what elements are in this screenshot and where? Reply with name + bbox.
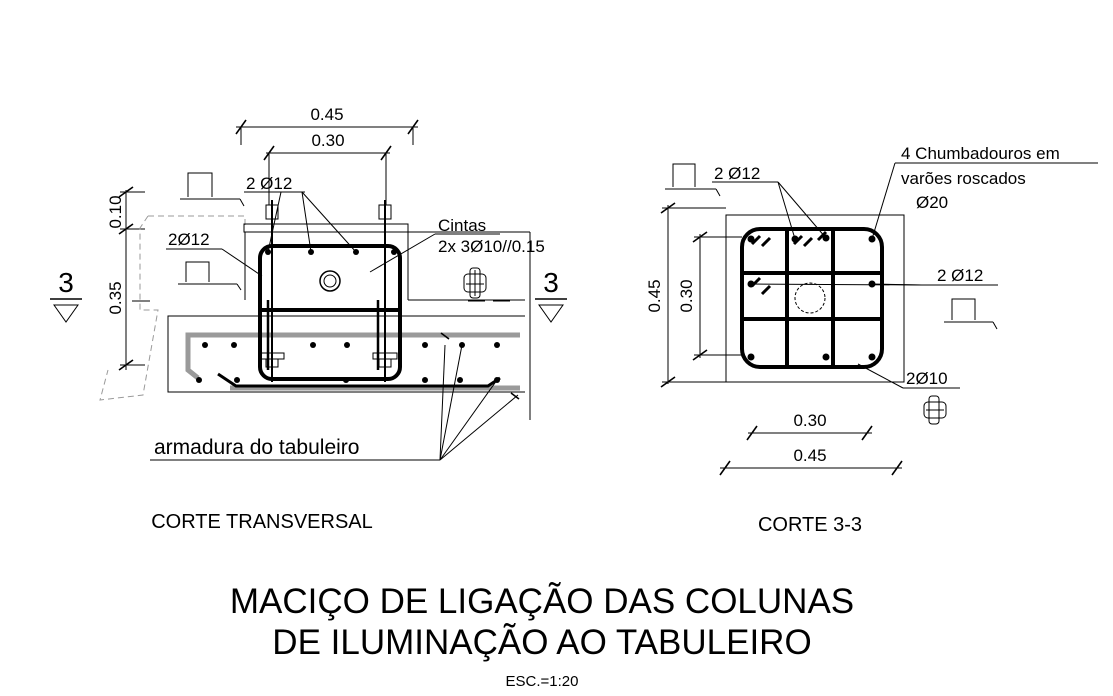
dimension-left-vertical: 0.10 0.35 bbox=[106, 186, 145, 371]
dimension-top-inner-text: 0.30 bbox=[311, 131, 344, 150]
bar-shape-symbol-left bbox=[178, 261, 242, 291]
existing-profile-dashed bbox=[99, 215, 246, 401]
scale-label: ESC.=1:20 bbox=[506, 673, 579, 690]
caption-section-3-3: CORTE 3-3 bbox=[758, 514, 862, 536]
title-line-2: DE ILUMINAÇÃO AO TABULEIRO bbox=[272, 623, 811, 662]
section-label-bars-right-text: 2 Ø12 bbox=[937, 266, 983, 285]
title-line-1: MACIÇO DE LIGAÇÃO DAS COLUNAS bbox=[230, 582, 854, 621]
section-label-stirrup-text: 2Ø10 bbox=[906, 369, 948, 388]
label-stirrups-spec: 2x 3Ø10//0.15 bbox=[438, 237, 545, 256]
label-deck-rebar: armadura do tabuleiro bbox=[150, 332, 520, 461]
section-dim-bottom-inner-text: 0.30 bbox=[793, 411, 826, 430]
section-outer-square bbox=[725, 214, 905, 383]
label-bars-top-text: 2 Ø12 bbox=[246, 174, 292, 193]
section-mark-right-number: 3 bbox=[543, 267, 559, 298]
deck-rebar-dots bbox=[196, 342, 500, 383]
caption-cross-section: CORTE TRANSVERSAL bbox=[151, 511, 373, 533]
section-bar-symbol-top bbox=[665, 163, 721, 197]
section-dimension-left-outer: 0.45 bbox=[645, 202, 726, 388]
section-label-bars-top: 2 Ø12 bbox=[712, 164, 827, 240]
section-mark-left-number: 3 bbox=[58, 267, 74, 298]
label-bars-top: 2 Ø12 bbox=[244, 174, 357, 253]
section-label-bars-right: 2 Ø12 bbox=[750, 266, 998, 286]
section-label-bars-top-text: 2 Ø12 bbox=[714, 164, 760, 183]
dimension-top-outer: 0.45 bbox=[235, 105, 419, 145]
section-3-3-view: 0.45 0.30 0.30 0.45 bbox=[645, 144, 1098, 536]
label-stirrups: Cintas 2x 3Ø10//0.15 bbox=[369, 216, 545, 273]
label-bars-left-text: 2Ø12 bbox=[168, 230, 210, 249]
section-label-anchors-line1: 4 Chumbadouros em bbox=[901, 144, 1060, 163]
label-bars-left: 2Ø12 bbox=[166, 230, 263, 277]
section-mark-left: 3 bbox=[50, 267, 82, 323]
section-dim-left-inner-text: 0.30 bbox=[677, 279, 696, 312]
section-mark-right: 3 bbox=[529, 232, 567, 420]
section-dim-left-outer-text: 0.45 bbox=[645, 279, 664, 312]
label-deck-rebar-text: armadura do tabuleiro bbox=[154, 436, 359, 459]
section-label-anchors-line2: varões roscados bbox=[901, 169, 1026, 188]
section-stirrup-symbol bbox=[923, 395, 947, 425]
dimension-left-main-text: 0.35 bbox=[106, 281, 125, 314]
dimension-left-top-text: 0.10 bbox=[106, 195, 125, 228]
section-dimension-left-inner: 0.30 bbox=[677, 231, 742, 361]
deck-slab bbox=[167, 315, 525, 393]
section-rebar-cage bbox=[740, 227, 884, 369]
section-label-stirrup: 2Ø10 bbox=[857, 363, 960, 389]
stirrup-shape-symbol bbox=[463, 267, 487, 299]
section-label-anchors-line3: Ø20 bbox=[916, 193, 948, 212]
section-bar-symbol-right bbox=[944, 298, 998, 330]
dimension-top-inner: 0.30 bbox=[263, 131, 392, 205]
bar-shape-symbol-top bbox=[180, 172, 245, 207]
section-dimension-bottom-outer: 0.45 bbox=[719, 446, 903, 476]
section-label-anchors: 4 Chumbadouros em varões roscados Ø20 bbox=[871, 144, 1098, 240]
title-block: MACIÇO DE LIGAÇÃO DAS COLUNAS DE ILUMINA… bbox=[230, 582, 854, 690]
label-stirrups-title: Cintas bbox=[438, 216, 486, 235]
dimension-top-outer-text: 0.45 bbox=[310, 105, 343, 124]
section-dimension-bottom-inner: 0.30 bbox=[746, 411, 873, 441]
section-dim-bottom-outer-text: 0.45 bbox=[793, 446, 826, 465]
cross-section-view: 0.45 0.30 0.10 0.35 bbox=[50, 105, 567, 533]
